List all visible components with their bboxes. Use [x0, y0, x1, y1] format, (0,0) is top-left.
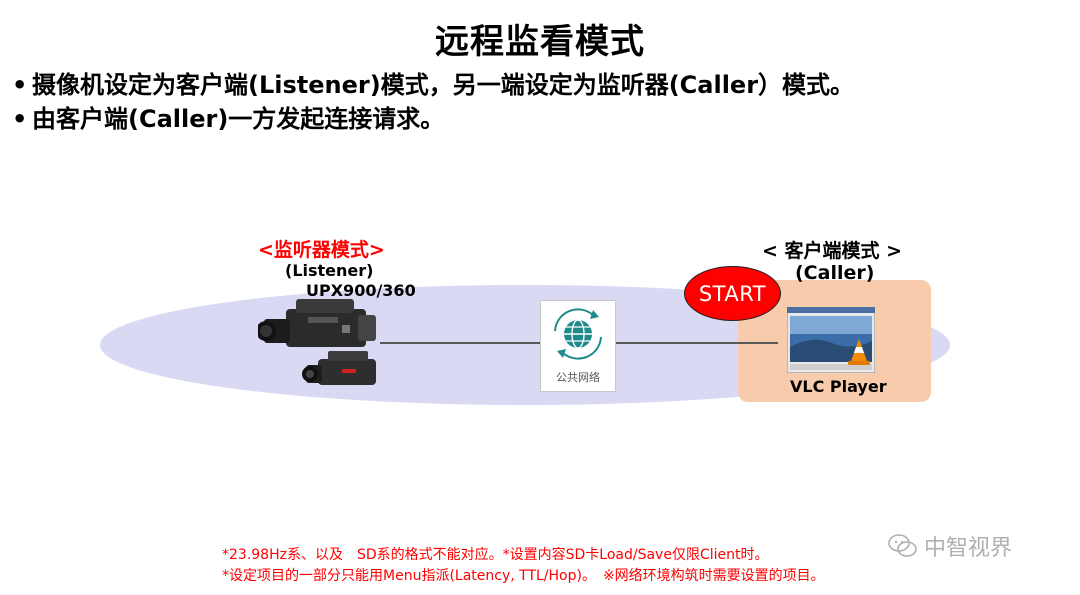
- vlc-player-label: VLC Player: [790, 377, 887, 396]
- caller-mode-title: < 客户端模式 >: [762, 240, 903, 262]
- page-title: 远程监看模式: [435, 22, 645, 62]
- bullet-dot: •: [12, 105, 28, 133]
- vlc-player-window: [787, 307, 875, 373]
- bullet-text: 摄像机设定为客户端(Listener)模式，另一端设定为监听器(Caller）模…: [32, 71, 855, 99]
- listener-mode-subtitle: (Listener): [285, 261, 374, 280]
- camera-model-label: UPX900/360: [306, 281, 416, 300]
- network-label: 公共网络: [556, 371, 600, 384]
- bullet-text: 由客户端(Caller)一方发起连接请求。: [32, 105, 445, 133]
- watermark-text: 中智视界: [924, 536, 1013, 561]
- camcorder-icon: [258, 299, 376, 385]
- wechat-icon: [888, 534, 917, 557]
- globe-icon: [554, 308, 602, 360]
- vlc-cone-icon: [848, 339, 870, 365]
- bullet-dot: •: [12, 71, 28, 99]
- connector-line-right: [616, 342, 778, 344]
- footnotes: *23.98Hz系、以及 SD系的格式不能对应。*设置内容SD卡Load/Sav…: [222, 545, 825, 587]
- footnote-line: *设定项目的一部分只能用Menu指派(Latency, TTL/Hop)。 ※网…: [222, 568, 825, 584]
- listener-mode-title: <监听器模式>: [258, 239, 385, 261]
- network-node: 公共网络: [540, 300, 616, 392]
- caller-mode-subtitle: (Caller): [795, 262, 875, 284]
- bullet-list: •摄像机设定为客户端(Listener)模式，另一端设定为监听器(Caller）…: [12, 68, 854, 136]
- footnote-line: *23.98Hz系、以及 SD系的格式不能对应。*设置内容SD卡Load/Sav…: [222, 547, 769, 563]
- bullet-item: •摄像机设定为客户端(Listener)模式，另一端设定为监听器(Caller）…: [12, 68, 854, 102]
- bullet-item: •由客户端(Caller)一方发起连接请求。: [12, 102, 854, 136]
- start-button[interactable]: START: [684, 266, 781, 321]
- watermark: 中智视界: [888, 530, 1012, 562]
- connector-line-left: [380, 342, 540, 344]
